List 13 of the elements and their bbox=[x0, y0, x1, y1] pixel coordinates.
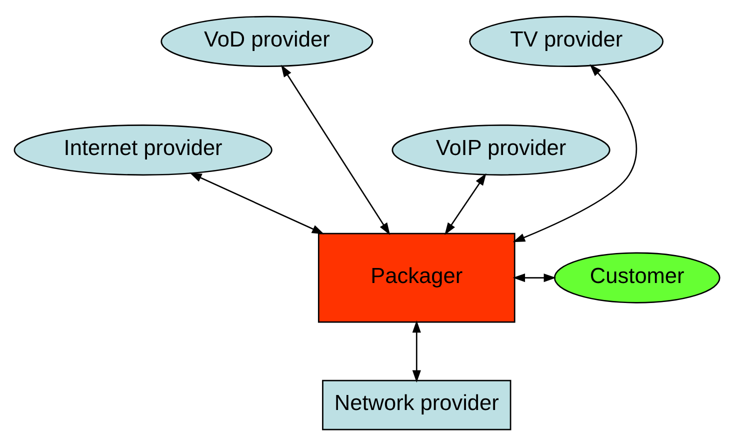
node-ellipse: TV provider bbox=[469, 15, 664, 67]
arrow bbox=[512, 273, 556, 282]
arrow bbox=[189, 172, 324, 234]
node-box: Packager bbox=[318, 232, 516, 322]
arrow bbox=[512, 64, 638, 242]
node-ellipse: Internet provider bbox=[14, 124, 272, 176]
node-box: Network provider bbox=[322, 379, 512, 430]
arrow bbox=[281, 64, 390, 235]
arrow bbox=[412, 320, 421, 382]
node-ellipse: VoD provider bbox=[160, 15, 374, 67]
node-ellipse: Customer bbox=[554, 252, 720, 303]
node-ellipse: VoIP provider bbox=[392, 124, 610, 176]
arrow bbox=[444, 172, 486, 234]
